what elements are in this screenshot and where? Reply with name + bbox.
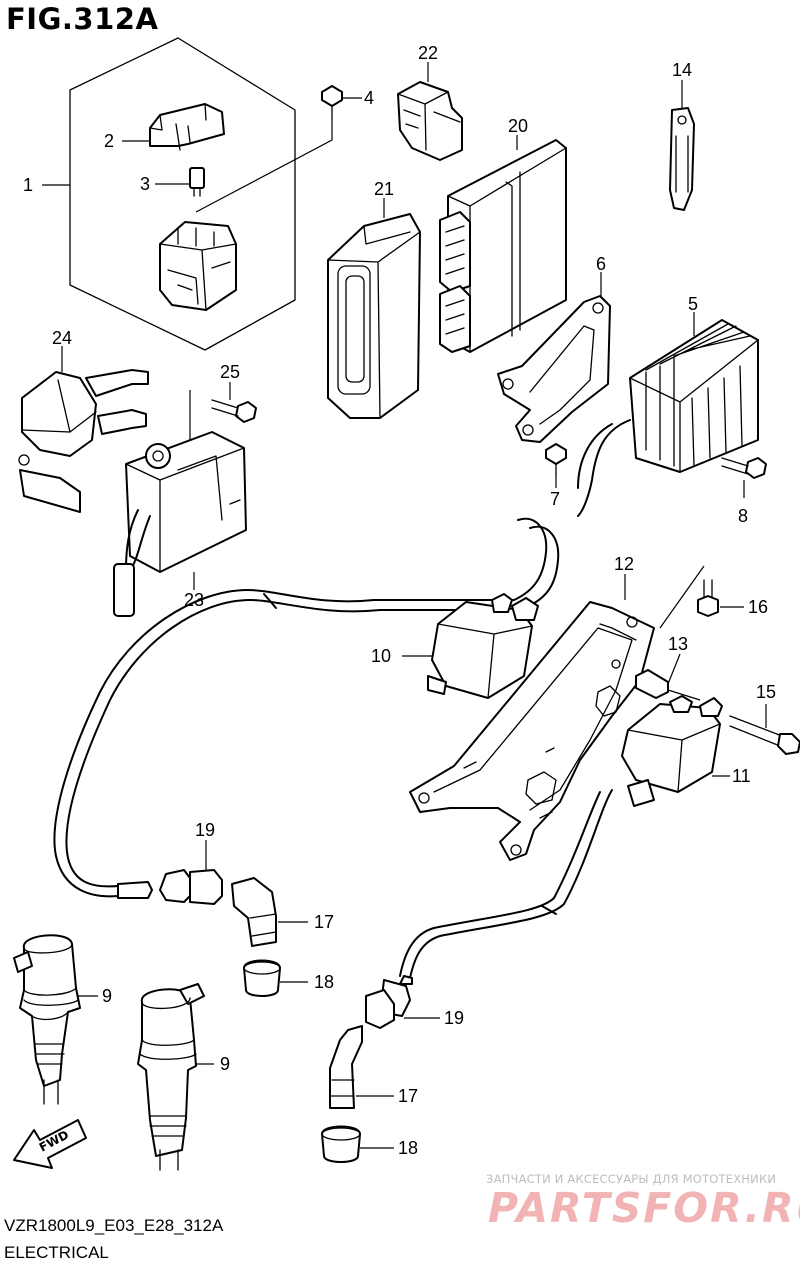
- starter-relay-body: [159, 221, 237, 311]
- callout-24: 24: [52, 328, 72, 348]
- part-7-bolt: [545, 443, 567, 488]
- callout-8: 8: [738, 506, 748, 526]
- part-20-ecm: [439, 135, 567, 353]
- part-5-regulator: [629, 312, 759, 473]
- callout-23: 23: [184, 590, 204, 610]
- fwd-arrow-icon: FWD: [13, 1119, 87, 1169]
- part-23-sensor: [113, 431, 247, 617]
- callout-22: 22: [418, 43, 438, 63]
- part-12-coil-bracket: [409, 565, 705, 861]
- callout-15: 15: [756, 682, 776, 702]
- callout-3: 3: [140, 174, 150, 194]
- part-18-seal-right: [321, 1125, 394, 1163]
- part-21-ecm-case: [327, 198, 421, 419]
- part-24-bracket: [18, 346, 149, 513]
- part-17-plug-cap-left: [231, 877, 308, 947]
- callout-5: 5: [688, 294, 698, 314]
- callout-1: 1: [23, 175, 33, 195]
- part-1-relay-group: [42, 37, 296, 351]
- part-14-clamp: [669, 80, 695, 211]
- part-4-screw: [195, 85, 362, 213]
- callout-7: 7: [550, 489, 560, 509]
- callout-9-right: 9: [220, 1054, 230, 1074]
- part-15-bolt: [729, 704, 800, 755]
- callout-13: 13: [668, 634, 688, 654]
- part-8-bolt: [721, 457, 767, 498]
- part-25-bolt: [189, 382, 257, 470]
- callout-10: 10: [371, 646, 391, 666]
- callout-21: 21: [374, 179, 394, 199]
- callout-6: 6: [596, 254, 606, 274]
- part-18-seal-left: [243, 959, 308, 997]
- figure-title: FIG.312A: [6, 2, 159, 36]
- callout-20: 20: [508, 116, 528, 136]
- callout-17-left: 17: [314, 912, 334, 932]
- regulator-wire-harness: [577, 419, 631, 517]
- part-19-grommet-right: [365, 979, 440, 1029]
- callout-9-left: 9: [102, 986, 112, 1006]
- callout-19-right: 19: [444, 1008, 464, 1028]
- callout-11: 11: [732, 766, 751, 786]
- high-tension-lead-right: [399, 789, 613, 985]
- callout-18-left: 18: [314, 972, 334, 992]
- callout-labels: 1 2 3 4 5 6 7 8 9 9 10 11 12 13 14 15 16…: [23, 43, 776, 1158]
- part-2-relay-cover: [122, 103, 225, 151]
- callout-25: 25: [220, 362, 240, 382]
- part-11-ignition-coil: [621, 695, 730, 807]
- part-16-bolt: [697, 579, 744, 617]
- callout-16: 16: [748, 597, 768, 617]
- callout-14: 14: [672, 60, 692, 80]
- part-13-spacer: [635, 653, 701, 701]
- high-tension-lead-left: [53, 517, 560, 899]
- callout-4: 4: [364, 88, 374, 108]
- callout-12: 12: [614, 554, 634, 574]
- part-9-stick-coil-left: [13, 934, 98, 1105]
- callout-19-left: 19: [195, 820, 215, 840]
- watermark-subtitle: ЗАПЧАСТИ И АКСЕССУАРЫ ДЛЯ МОТОТЕХНИКИ: [486, 1172, 777, 1186]
- part-9-stick-coil-right: [137, 983, 214, 1171]
- part-22-connector: [397, 62, 463, 161]
- callout-18-right: 18: [398, 1138, 418, 1158]
- figure-description: ELECTRICAL: [4, 1243, 109, 1262]
- part-6-bracket: [497, 272, 611, 443]
- part-19-grommet-left: [159, 840, 223, 905]
- callout-17-right: 17: [398, 1086, 418, 1106]
- part-10-ignition-coil: [402, 593, 539, 699]
- watermark-brand: PARTSFOR.RU: [488, 1184, 800, 1232]
- callout-2: 2: [104, 131, 114, 151]
- part-17-plug-cap-right: [329, 1025, 394, 1109]
- part-3-fuse: [155, 167, 205, 197]
- figure-code: VZR1800L9_E03_E28_312A: [4, 1216, 224, 1235]
